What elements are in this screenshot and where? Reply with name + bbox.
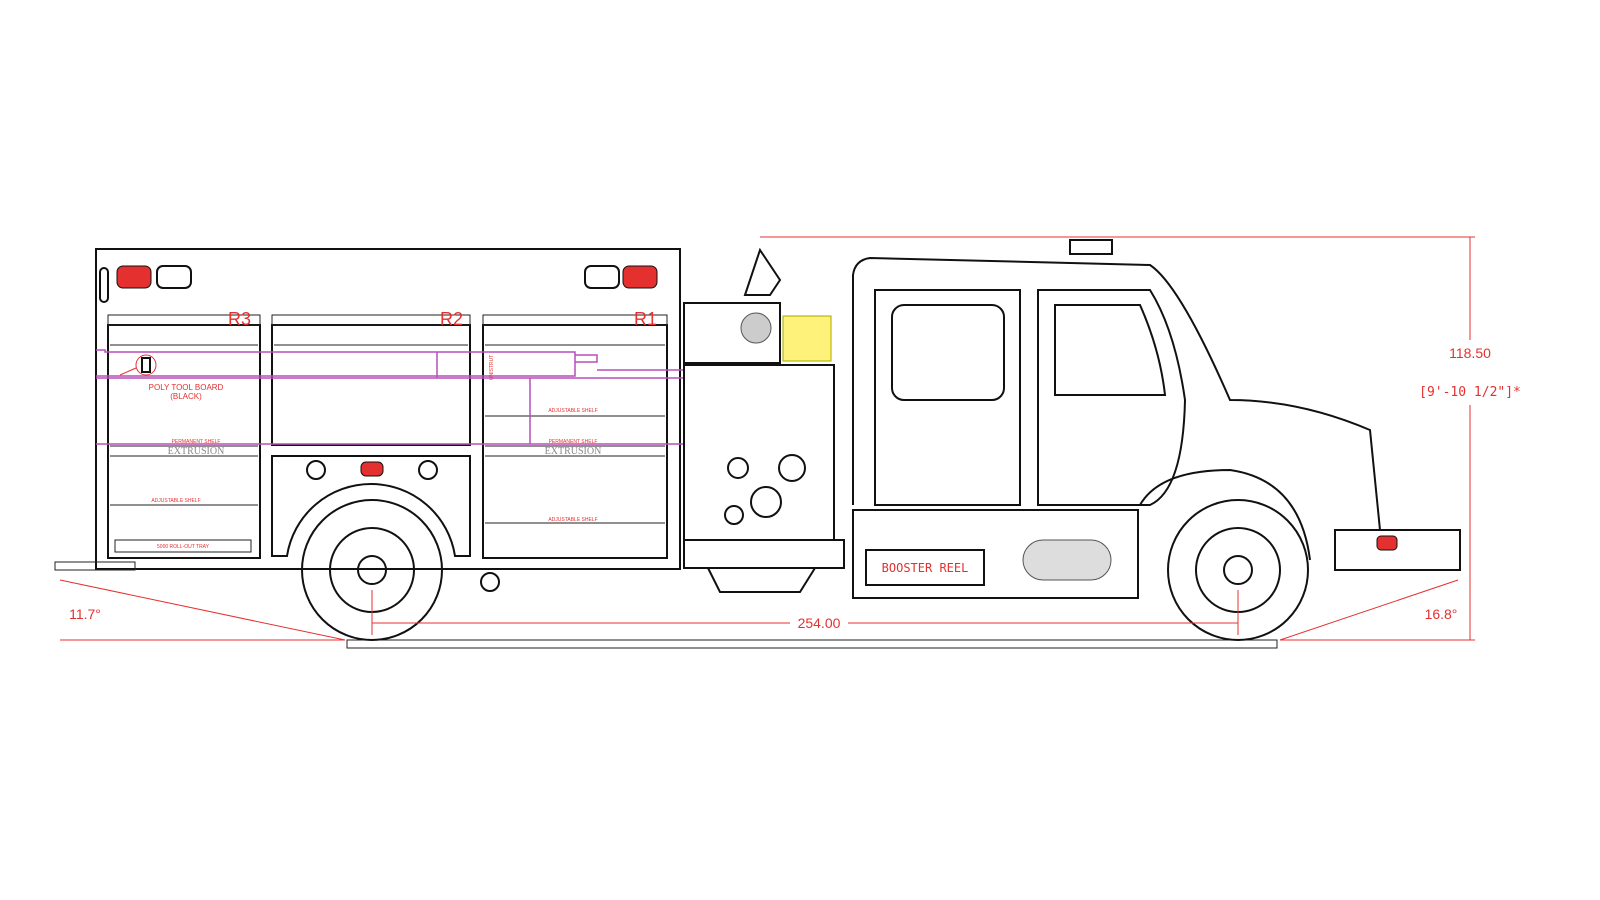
deck-gun [743,247,782,296]
pump-panel [683,247,845,593]
extrusion-label: EXTRUSION [545,446,602,457]
poly-tool-board-label: POLY TOOL BOARD [149,383,224,392]
permanent-shelf-label: PERMANENT SHELF [172,439,221,445]
driver-door[interactable] [1037,289,1187,506]
extrusion-label: EXTRUSION [168,446,225,457]
poly-tool-board-color: (BLACK) [170,392,202,401]
adjustable-shelf-label: ADJUSTABLE SHELF [548,517,597,523]
permanent-shelf-label: PERMANENT SHELF [549,439,598,445]
approach-angle: 16.8° [1425,606,1458,622]
wheelbase-dimension: 254.00 [798,615,841,631]
departure-angle: 11.7° [69,606,101,622]
driver-window [1054,304,1167,396]
compartment-label-r2: R2 [440,309,463,329]
dimension-lines: 118.50 [9'-10 1/2"]* 254.00 11.7° 16.8° [59,236,1521,641]
rollout-tray-label: 5000 ROLL-OUT TRAY [157,544,210,550]
side-light [622,265,658,289]
compartment-label-r1: R1 [634,309,657,329]
booster-reel-compartment[interactable] [865,549,985,586]
adjustable-shelf-label: ADJUSTABLE SHELF [151,498,200,504]
booster-reel-label: BOOSTER REEL [882,561,969,575]
rear-body [54,248,685,571]
cab: BOOSTER REEL [852,239,1461,599]
rear-light [116,265,152,289]
crew-window [891,304,1005,401]
crew-door[interactable] [874,289,1021,506]
light-bar [1069,239,1113,255]
height-dimension-imperial: [9'-10 1/2"]* [1419,385,1521,400]
unistrut-label: UNISTRUT [489,355,495,380]
adjustable-shelf-label: ADJUSTABLE SHELF [548,408,597,414]
height-dimension: 118.50 [1449,345,1491,361]
compartment-label-r3: R3 [228,309,251,329]
compartment-r2[interactable] [271,324,471,446]
ground-line [346,639,1278,649]
compartment-labels: R3 R2 R1 POLY TOOL BOARD (BLACK) PERMANE… [149,309,657,550]
